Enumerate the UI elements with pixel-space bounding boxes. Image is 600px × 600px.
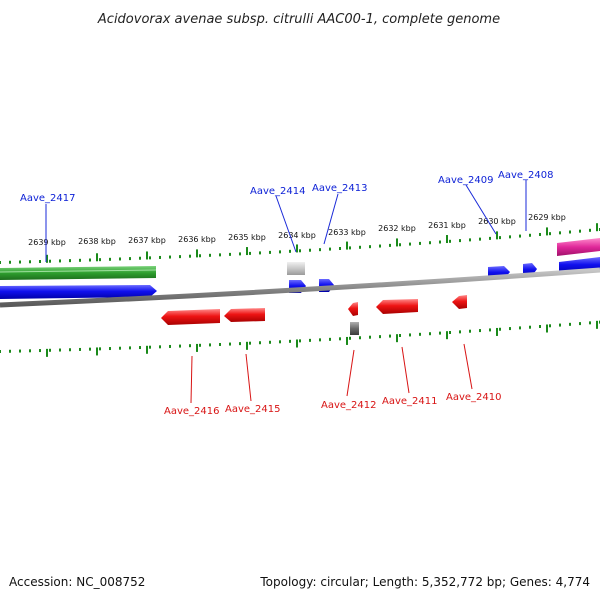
scale-label: 2632 kbp xyxy=(378,224,416,233)
gene-Aave_2412[interactable] xyxy=(348,302,358,316)
map-title: Acidovorax avenae subsp. citrulli AAC00-… xyxy=(97,12,500,27)
gene-label-Aave_2415[interactable]: Aave_2415 xyxy=(225,404,281,415)
gene-label-Aave_2410[interactable]: Aave_2410 xyxy=(446,392,502,403)
gene-label-Aave_2417[interactable]: Aave_2417 xyxy=(20,193,76,204)
gene-label-Aave_2409[interactable]: Aave_2409 xyxy=(438,175,494,186)
gene-Aave_2416[interactable] xyxy=(161,309,220,325)
scale-label: 2629 kbp xyxy=(528,213,566,222)
green-feature-track[interactable] xyxy=(0,266,157,280)
gene-label-Aave_2411[interactable]: Aave_2411 xyxy=(382,396,438,407)
scale-label: 2636 kbp xyxy=(178,235,216,244)
magenta-feature-track[interactable] xyxy=(557,238,600,256)
reverse-leader-lines xyxy=(190,343,473,404)
scale-label: 2631 kbp xyxy=(428,221,466,230)
scale-label: 2637 kbp xyxy=(128,236,166,245)
pseudogene-marker-top[interactable] xyxy=(287,262,305,275)
gene-Aave_2410[interactable] xyxy=(452,295,467,309)
upper-scale-ruler xyxy=(0,223,600,264)
rna-marker-bottom[interactable] xyxy=(350,322,359,335)
gene-label-Aave_2414[interactable]: Aave_2414 xyxy=(250,186,306,197)
gene-label-Aave_2412[interactable]: Aave_2412 xyxy=(321,400,377,411)
scale-label: 2635 kbp xyxy=(228,233,266,242)
gene-Aave_2417[interactable] xyxy=(0,285,157,299)
gene-label-Aave_2416[interactable]: Aave_2416 xyxy=(164,406,220,417)
accession-text: Accession: NC_008752 xyxy=(9,575,145,589)
gene-Aave_2411[interactable] xyxy=(376,299,418,314)
scale-label: 2638 kbp xyxy=(78,237,116,246)
scale-labels: 2639 kbp 2638 kbp 2637 kbp 2636 kbp 2635… xyxy=(28,213,566,247)
scale-label: 2634 kbp xyxy=(278,231,316,240)
scale-label: 2630 kbp xyxy=(478,217,516,226)
gene-Aave_2415[interactable] xyxy=(224,308,265,322)
gene-label-Aave_2413[interactable]: Aave_2413 xyxy=(312,183,368,194)
scale-label: 2639 kbp xyxy=(28,238,66,247)
scale-label: 2633 kbp xyxy=(328,228,366,237)
topology-text: Topology: circular; Length: 5,352,772 bp… xyxy=(259,575,590,589)
forward-leader-lines xyxy=(45,180,527,262)
genome-backbone xyxy=(0,267,600,308)
gene-label-Aave_2408[interactable]: Aave_2408 xyxy=(498,170,554,181)
lower-scale-ruler xyxy=(0,320,600,357)
